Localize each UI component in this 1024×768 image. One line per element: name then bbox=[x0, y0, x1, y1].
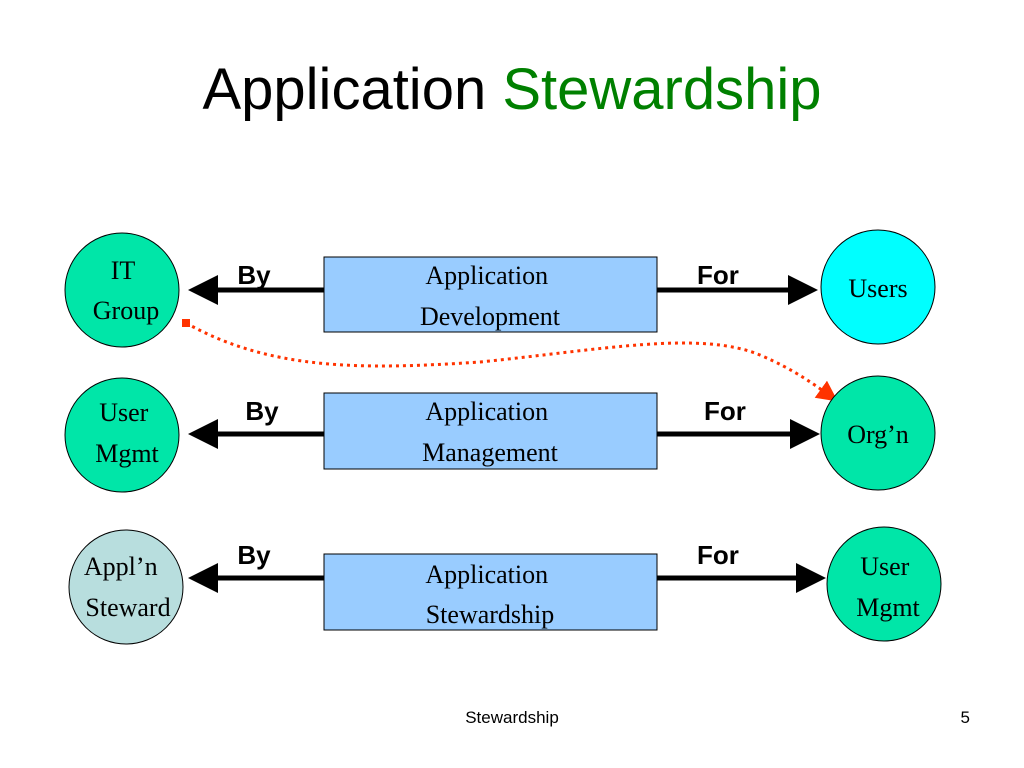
circle-users bbox=[820, 229, 936, 345]
box-line-1: Application bbox=[425, 560, 548, 589]
title-accent: Stewardship bbox=[502, 57, 822, 122]
circle-appln-steward bbox=[68, 529, 184, 645]
right-circle-line-1: Users bbox=[848, 274, 907, 303]
svg-text:Application Management: Application Management bbox=[422, 397, 559, 467]
box-line-1: Application bbox=[425, 397, 548, 426]
for-label: For bbox=[697, 540, 739, 570]
dotted-connector bbox=[185, 321, 838, 402]
svg-text:Appl’n Steward: Appl’n Steward bbox=[84, 552, 171, 622]
for-label: For bbox=[697, 260, 739, 290]
row-development: IT Group By Application Development For … bbox=[64, 229, 936, 348]
row-management: User Mgmt By Application Management For … bbox=[64, 375, 936, 493]
box-line-1: Application bbox=[425, 261, 548, 290]
left-circle-line-2: Mgmt bbox=[95, 439, 159, 468]
left-circle-line-1: IT bbox=[111, 256, 136, 285]
svg-text:Application Stewardship: Application Stewardship bbox=[425, 560, 554, 629]
circle-user-mgmt-right bbox=[826, 526, 942, 642]
application-management-box bbox=[323, 392, 658, 470]
svg-text:IT Group: IT Group bbox=[93, 256, 159, 325]
footer-text: Stewardship bbox=[465, 708, 559, 727]
circle-it-group bbox=[64, 232, 180, 348]
svg-text:Application Development: Application Development bbox=[420, 261, 561, 331]
for-label: For bbox=[704, 396, 746, 426]
left-circle-line-2: Group bbox=[93, 296, 159, 325]
box-line-2: Stewardship bbox=[426, 600, 555, 629]
right-circle-line-1: User bbox=[860, 552, 909, 581]
left-circle-line-1: User bbox=[99, 398, 148, 427]
slide-title: Application Stewardship bbox=[0, 58, 1024, 122]
circle-orgn bbox=[820, 375, 936, 491]
row-stewardship: Appl’n Steward By Application Stewardshi… bbox=[68, 526, 942, 645]
box-line-2: Management bbox=[422, 438, 559, 467]
left-circle-line-1: Appl’n bbox=[84, 552, 158, 581]
right-circle-line-2: Mgmt bbox=[856, 593, 920, 622]
box-line-2: Development bbox=[420, 302, 561, 331]
circle-user-mgmt-left bbox=[64, 377, 180, 493]
svg-text:User Mgmt: User Mgmt bbox=[95, 398, 159, 468]
title-main: Application bbox=[202, 57, 487, 122]
svg-text:User Mgmt: User Mgmt bbox=[856, 552, 920, 622]
connector-start-dot bbox=[182, 319, 190, 327]
by-label: By bbox=[237, 260, 271, 290]
right-circle-line-1: Org’n bbox=[847, 420, 909, 449]
left-circle-line-2: Steward bbox=[85, 593, 170, 622]
page-number: 5 bbox=[960, 708, 970, 727]
application-stewardship-box bbox=[323, 553, 658, 631]
by-label: By bbox=[237, 540, 271, 570]
application-development-box bbox=[323, 256, 658, 333]
by-label: By bbox=[245, 396, 279, 426]
